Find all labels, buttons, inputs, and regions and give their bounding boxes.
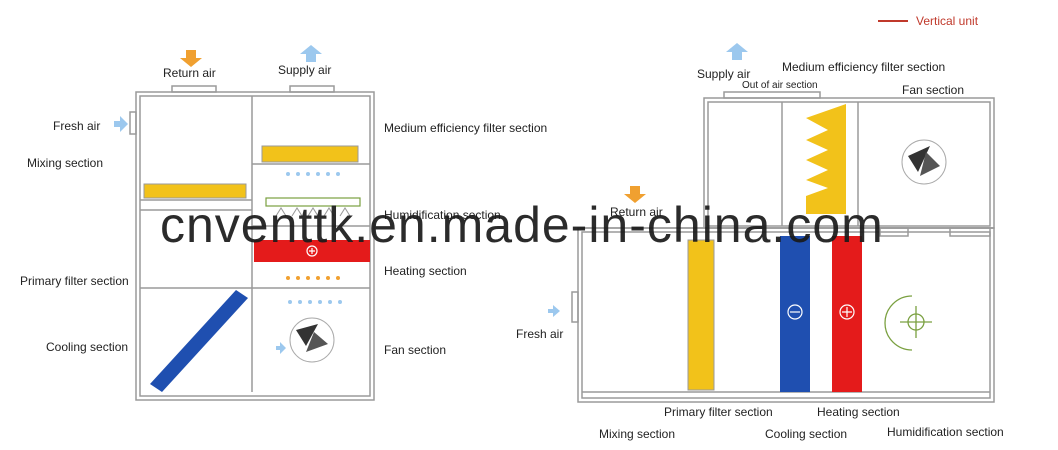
- left-cooling-coil: [150, 290, 248, 392]
- right-cooling-coil: [780, 236, 810, 392]
- right-supply-air-label: Supply air: [697, 67, 751, 81]
- right-heater-plus-icon: [839, 304, 855, 320]
- right-fresh-air-label: Fresh air: [516, 327, 564, 341]
- right-medium-filter-label: Medium efficiency filter section: [782, 60, 946, 74]
- right-fan-label: Fan section: [902, 83, 965, 97]
- left-humidifier-symbols: [275, 207, 351, 217]
- right-return-air-label: Return air: [610, 205, 663, 219]
- right-fan-icon: [901, 139, 947, 185]
- left-heating-label: Heating section: [384, 264, 467, 278]
- left-fan-label: Fan section: [384, 343, 447, 357]
- left-heater-plus-icon: [306, 245, 318, 257]
- left-unit: [129, 85, 375, 401]
- left-fan-icon: [289, 317, 335, 363]
- right-medium-filter: [806, 104, 846, 214]
- right-humidifier-icon: [884, 295, 932, 351]
- right-return-air-arrow-icon: [624, 186, 646, 203]
- left-flow-dots: [286, 172, 342, 304]
- right-supply-air-arrow-icon: [726, 43, 748, 60]
- left-medium-filter-label: Medium efficiency filter section: [384, 121, 548, 135]
- left-humidification-label: Humidification section: [384, 208, 501, 222]
- legend-line: [878, 20, 908, 22]
- left-medium-filter: [261, 145, 359, 163]
- fan-flow-arrow-icon: [276, 342, 286, 354]
- right-humidification-label: Humidification section: [887, 425, 1004, 439]
- left-return-air-label: Return air: [163, 66, 216, 80]
- left-humidifier: [265, 197, 361, 207]
- fresh-air-arrow-icon: [114, 116, 128, 132]
- right-heating-label: Heating section: [817, 405, 900, 419]
- left-cooling-section-label: Cooling section: [46, 340, 129, 354]
- right-cooling-label: Cooling section: [765, 427, 848, 441]
- watermark-text: cnventtk.en.made-in-china.com: [160, 197, 884, 253]
- left-supply-air-label: Supply air: [278, 63, 332, 77]
- return-air-arrow-icon: [180, 50, 202, 67]
- supply-air-arrow-icon: [300, 45, 322, 62]
- right-primary-filter-label: Primary filter section: [664, 405, 773, 419]
- right-mixing-label: Mixing section: [599, 427, 676, 441]
- right-primary-filter: [687, 239, 715, 391]
- right-fresh-air-arrow-icon: [548, 305, 560, 317]
- right-unit: [571, 91, 995, 403]
- left-primary-filter-label: Primary filter section: [20, 274, 129, 288]
- left-fresh-air-label: Fresh air: [53, 119, 101, 133]
- left-primary-filter: [143, 183, 247, 199]
- left-mixing-section-label: Mixing section: [27, 156, 104, 170]
- right-cooling-minus-icon: [787, 304, 803, 320]
- right-out-of-air-label: Out of air section: [742, 80, 818, 91]
- legend-label: Vertical unit: [916, 14, 979, 28]
